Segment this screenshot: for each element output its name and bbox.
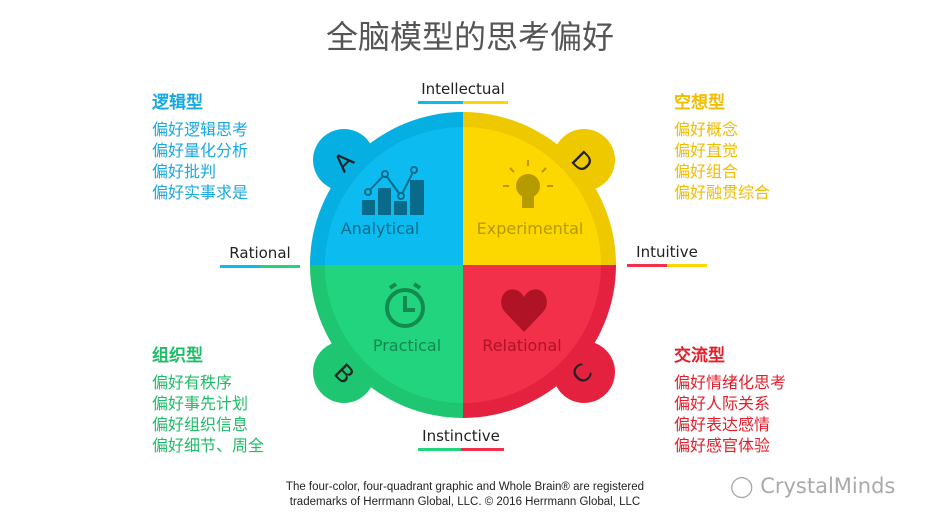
- quadrant-label: Experimental: [477, 219, 584, 238]
- list-item: 偏好批判: [152, 162, 217, 181]
- group-title: 交流型: [674, 346, 725, 366]
- group-organize: 组织型 偏好有秩序 偏好事先计划 偏好组织信息 偏好细节、周全: [152, 341, 264, 456]
- axis-bar: [627, 264, 707, 267]
- axis-label: Instinctive: [422, 427, 500, 445]
- quadrant-label: Relational: [482, 336, 561, 355]
- list-item: 偏好事先计划: [152, 394, 249, 413]
- axis-top: Intellectual: [418, 80, 508, 104]
- group-imagine: 空想型 偏好概念 偏好直觉 偏好组合 偏好融贯综合: [674, 88, 770, 203]
- alarm-clock-icon: [385, 282, 425, 328]
- bar-chart-icon: [362, 166, 424, 215]
- quadrant-b: [310, 265, 463, 418]
- group-social: 交流型 偏好情绪化思考 偏好人际关系 偏好表达感情 偏好感官体验: [674, 341, 786, 456]
- wechat-icon: ◯: [730, 474, 754, 498]
- list-item: 偏好逻辑思考: [152, 120, 249, 139]
- list-item: 偏好组织信息: [152, 415, 249, 434]
- whole-brain-diagram: A D B C Analytical Experimental Practica…: [310, 112, 616, 418]
- list-item: 偏好量化分析: [152, 141, 249, 160]
- axis-label: Rational: [229, 244, 291, 262]
- list-item: 偏好表达感情: [674, 415, 771, 434]
- list-item: 偏好概念: [674, 120, 739, 139]
- list-item: 偏好细节、周全: [152, 436, 265, 455]
- footer-line: trademarks of Herrmann Global, LLC. © 20…: [289, 496, 641, 508]
- axis-label: Intellectual: [421, 80, 505, 98]
- trademark-notice: The four-color, four-quadrant graphic an…: [255, 480, 675, 510]
- group-logic: 逻辑型 偏好逻辑思考 偏好量化分析 偏好批判 偏好实事求是: [152, 88, 248, 203]
- brand-name: CrystalMinds: [760, 474, 896, 498]
- list-item: 偏好情绪化思考: [674, 373, 787, 392]
- list-item: 偏好直觉: [674, 141, 739, 160]
- lightbulb-icon: [503, 160, 553, 208]
- list-item: 偏好实事求是: [152, 183, 249, 202]
- quadrant-label: Analytical: [341, 219, 420, 238]
- list-item: 偏好人际关系: [674, 394, 771, 413]
- list-item: 偏好组合: [674, 162, 739, 181]
- axis-bar: [220, 265, 300, 268]
- axis-bottom: Instinctive: [418, 427, 504, 451]
- axis-right: Intuitive: [627, 243, 707, 267]
- footer-line: The four-color, four-quadrant graphic an…: [285, 481, 645, 493]
- list-item: 偏好有秩序: [152, 373, 233, 392]
- quadrant-label: Practical: [373, 336, 441, 355]
- group-title: 空想型: [674, 93, 725, 113]
- group-title: 逻辑型: [152, 93, 203, 113]
- axis-label: Intuitive: [636, 243, 698, 261]
- list-item: 偏好融贯综合: [674, 183, 771, 202]
- axis-bar: [418, 101, 508, 104]
- heart-icon: [501, 289, 547, 332]
- axis-left: Rational: [220, 244, 300, 268]
- brand-watermark: ◯ CrystalMinds: [730, 474, 895, 498]
- axis-bar: [418, 448, 504, 451]
- page-title: 全脑模型的思考偏好: [325, 18, 614, 56]
- group-title: 组织型: [152, 346, 203, 366]
- list-item: 偏好感官体验: [674, 436, 771, 455]
